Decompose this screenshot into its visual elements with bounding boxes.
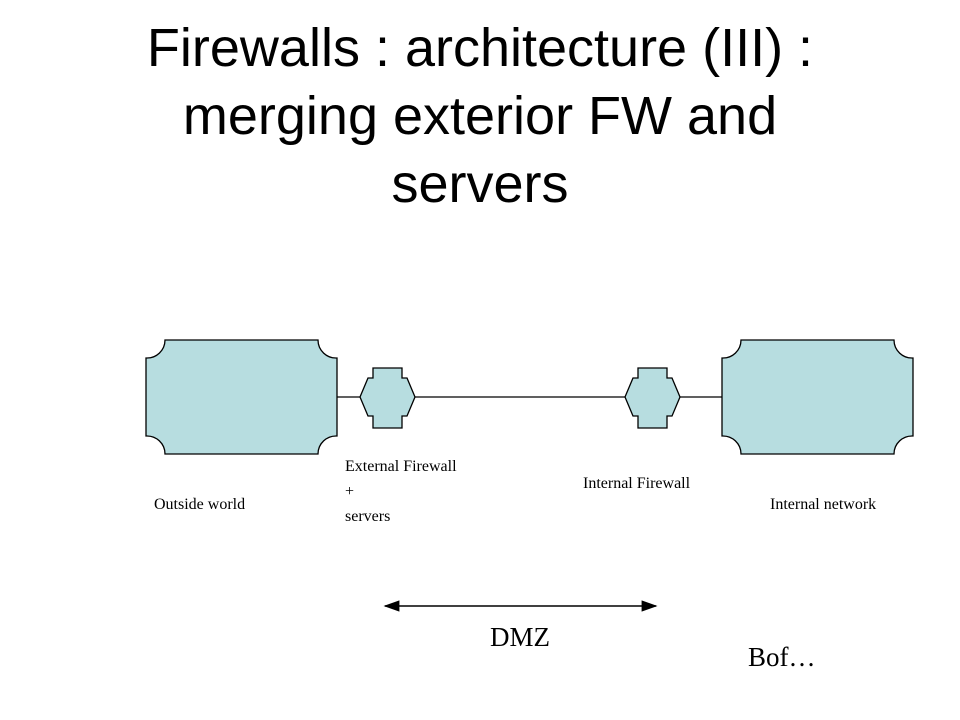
internal-firewall-label: Internal Firewall (583, 475, 691, 492)
internal-network-label: Internal network (770, 496, 877, 513)
external-firewall-label: External Firewall + servers (345, 454, 457, 529)
outside-world-label: Outside world (154, 496, 246, 513)
title-line-2: merging exterior FW and (182, 86, 778, 146)
dmz-label: DMZ (490, 622, 550, 652)
title-line-3: servers (391, 154, 569, 214)
comment-text: Bof… (748, 642, 816, 672)
external-firewall-label-line-3: servers (345, 508, 391, 525)
external-firewall-label-line-1: External Firewall (345, 458, 457, 475)
slide-title: Firewalls : architecture (III) : merging… (80, 14, 880, 218)
internal-network-shape (721, 339, 914, 455)
external-firewall-label-line-2: + (345, 483, 355, 500)
title-line-1: Firewalls : architecture (III) : (146, 18, 814, 78)
internal-firewall-shape (624, 367, 681, 429)
outside-world-shape (145, 339, 338, 455)
external-firewall-shape (359, 367, 416, 429)
